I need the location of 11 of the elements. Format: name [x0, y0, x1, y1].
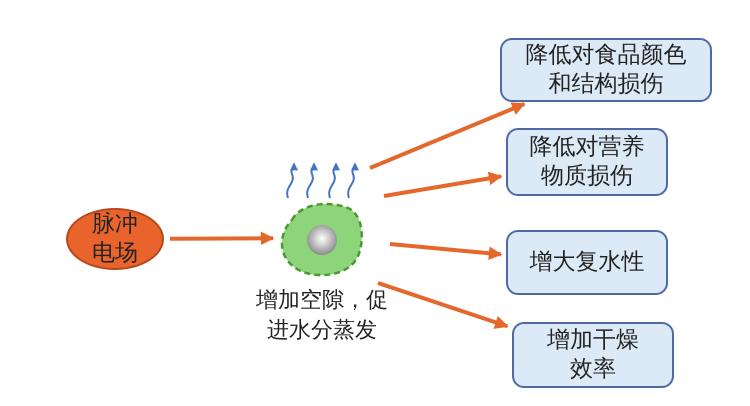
arrow — [390, 242, 502, 260]
result-box: 增加干燥效率 — [512, 322, 674, 388]
cell-caption: 增加空隙，促进水分蒸发 — [255, 287, 389, 345]
ellipse-node: 脉冲电场 — [66, 208, 164, 270]
arrow — [377, 281, 509, 329]
arrow — [170, 232, 274, 246]
arrow — [369, 102, 526, 170]
arrow — [384, 172, 502, 198]
result-box: 降低对食品颜色和结构损伤 — [500, 38, 712, 102]
result-box: 降低对营养物质损伤 — [506, 128, 668, 196]
result-box: 增大复水性 — [506, 230, 668, 295]
